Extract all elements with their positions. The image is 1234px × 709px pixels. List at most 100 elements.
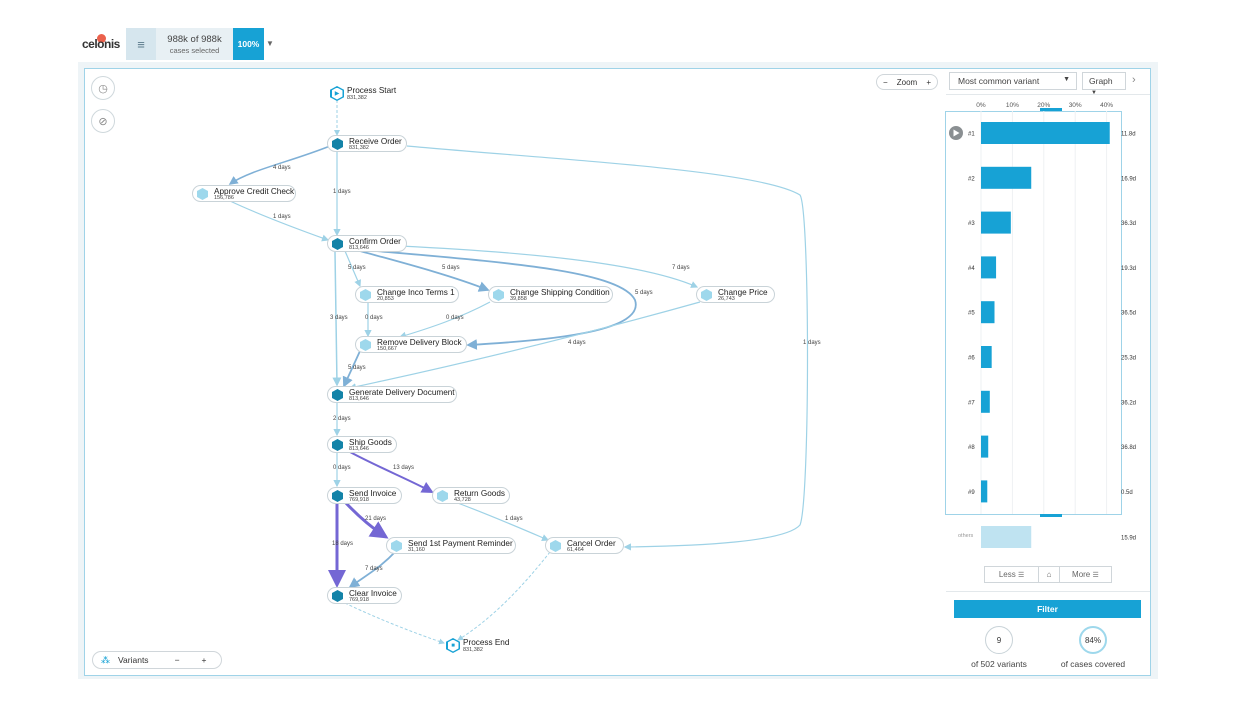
graph-dropdown-button[interactable]: Graph ▼ (1082, 72, 1126, 96)
zoom-in-button[interactable]: + (926, 77, 931, 87)
activity-remove-delivery-block[interactable]: Remove Delivery Block 150,667 (355, 336, 467, 353)
node-count: 156,786 (214, 195, 234, 201)
edge-label: 1 days (803, 340, 821, 346)
chevron-down-icon[interactable]: ▼ (266, 39, 274, 48)
edge-invoice-reminder (343, 500, 389, 539)
node-name: Return Goods (454, 489, 505, 498)
variants-plus-button[interactable]: + (201, 655, 207, 665)
edge-label: 0 days (333, 465, 351, 471)
node-name: Confirm Order (349, 237, 401, 246)
node-name: Send 1st Payment Reminder (408, 539, 513, 548)
edge-removeblock-gendoc (342, 350, 361, 388)
edge-label: 7 days (365, 566, 383, 572)
activity-confirm-order[interactable]: Confirm Order 813,646 (327, 235, 407, 252)
home-icon[interactable]: ⌂ (1039, 567, 1060, 582)
activity-cancel-order[interactable]: Cancel Order 61,464 (545, 537, 624, 554)
activity-return-goods[interactable]: Return Goods 43,728 (432, 487, 510, 504)
node-count: 813,646 (349, 396, 369, 402)
activity-send-payment-reminder[interactable]: Send 1st Payment Reminder 31,160 (386, 537, 516, 554)
activity-icon (332, 439, 343, 451)
variant-sort-select[interactable]: Most common variant ▼ (949, 72, 1077, 90)
play-icon: ▶ (331, 87, 343, 100)
activity-change-shipping-condition[interactable]: Change Shipping Condition 39,858 (488, 286, 613, 303)
edge-return-cancel (454, 501, 550, 541)
node-count: 43,728 (454, 497, 471, 503)
selection-percent-badge[interactable]: 100% (233, 28, 264, 60)
activity-icon (391, 540, 402, 552)
variant-chart-viewport[interactable] (945, 111, 1122, 515)
stopwatch-icon[interactable]: ◷ (91, 76, 115, 100)
activity-clear-invoice[interactable]: Clear Invoice 769,918 (327, 587, 402, 604)
activity-icon (701, 289, 712, 301)
edge-label: 5 days (635, 290, 653, 296)
node-name: Approve Credit Check (214, 187, 295, 196)
eye-hidden-icon[interactable]: ⊘ (91, 109, 115, 133)
edge-label: 7 days (672, 265, 690, 271)
edge-confirm-price (399, 245, 699, 288)
edge-confirm-shipping (359, 250, 490, 292)
edge-label: 5 days (442, 265, 460, 271)
activity-change-inco-terms[interactable]: Change Inco Terms 1 20,853 (355, 286, 459, 303)
activity-generate-delivery-document[interactable]: Generate Delivery Document 813,646 (327, 386, 457, 403)
activity-icon (332, 238, 343, 250)
graph-label: Graph (1089, 76, 1113, 86)
edge-ship-return (349, 451, 434, 493)
edge-label: 3 days (330, 315, 348, 321)
activity-send-invoice[interactable]: Send Invoice 769,918 (327, 487, 402, 504)
edge-confirm-removeblock (364, 249, 637, 350)
panel-divider (946, 94, 1150, 95)
coverage-stat: 84% of cases covered (1055, 626, 1131, 669)
node-name: Send Invoice (349, 489, 397, 498)
activity-icon (332, 389, 343, 401)
node-name: Generate Delivery Document (349, 388, 455, 397)
node-count: 61,464 (567, 547, 584, 553)
activity-ship-goods[interactable]: Ship Goods 813,646 (327, 436, 397, 453)
activity-approve-credit-check[interactable]: Approve Credit Check 156,786 (192, 185, 296, 202)
node-count: 813,646 (349, 245, 369, 251)
node-count: 20,853 (377, 296, 394, 302)
edge-label: 0 days (446, 315, 464, 321)
edge-label: 5 days (348, 265, 366, 271)
node-count: 831,382 (349, 145, 369, 151)
sort-icon: ☰ (1018, 571, 1025, 579)
edge-label: 1 days (273, 214, 291, 220)
node-count: 150,667 (377, 346, 397, 352)
more-button[interactable]: More ☰ (1072, 570, 1099, 579)
node-count: 26,743 (718, 296, 735, 302)
coverage-circle: 84% (1079, 626, 1107, 654)
edge-label: 0 days (365, 315, 383, 321)
cases-selected-indicator[interactable]: 988k of 988k cases selected (156, 28, 233, 60)
activity-icon (332, 138, 343, 150)
less-button[interactable]: Less ☰ (985, 567, 1040, 582)
node-name: Cancel Order (567, 539, 616, 548)
others-label: others (958, 533, 974, 539)
sort-icon: ☰ (1092, 571, 1099, 579)
activity-icon (197, 188, 208, 200)
edge-approve-confirm (229, 200, 330, 242)
activity-receive-order[interactable]: Receive Order 831,382 (327, 135, 407, 152)
edge-label: 13 days (393, 465, 415, 471)
menu-icon[interactable]: ≡ (126, 28, 156, 60)
filter-button[interactable]: Filter (954, 600, 1141, 618)
node-name: Clear Invoice (349, 589, 397, 598)
activity-icon (437, 490, 448, 502)
top-bar: celonis ≡ 988k of 988k cases selected 10… (78, 28, 1158, 62)
chevron-right-icon[interactable]: › (1132, 74, 1136, 86)
node-count: 831,382 (463, 647, 483, 653)
variants-stat-label: of 502 variants (971, 659, 1027, 669)
variants-icon: ⁂ (101, 654, 110, 665)
edge-confirm-inco (344, 250, 361, 288)
variants-minus-button[interactable]: − (174, 655, 180, 665)
variants-label: Variants (118, 655, 149, 665)
edge-label: 21 days (365, 516, 387, 522)
activity-icon (360, 339, 371, 351)
variants-stat: 9 of 502 variants (966, 626, 1032, 669)
variants-count-circle: 9 (985, 626, 1013, 654)
node-count: 39,858 (510, 296, 527, 302)
zoom-out-button[interactable]: − (883, 77, 888, 87)
activity-change-price[interactable]: Change Price 26,743 (696, 286, 775, 303)
node-name: Remove Delivery Block (377, 338, 462, 347)
node-count: 769,918 (349, 497, 369, 503)
edge-label: 1 days (333, 189, 351, 195)
